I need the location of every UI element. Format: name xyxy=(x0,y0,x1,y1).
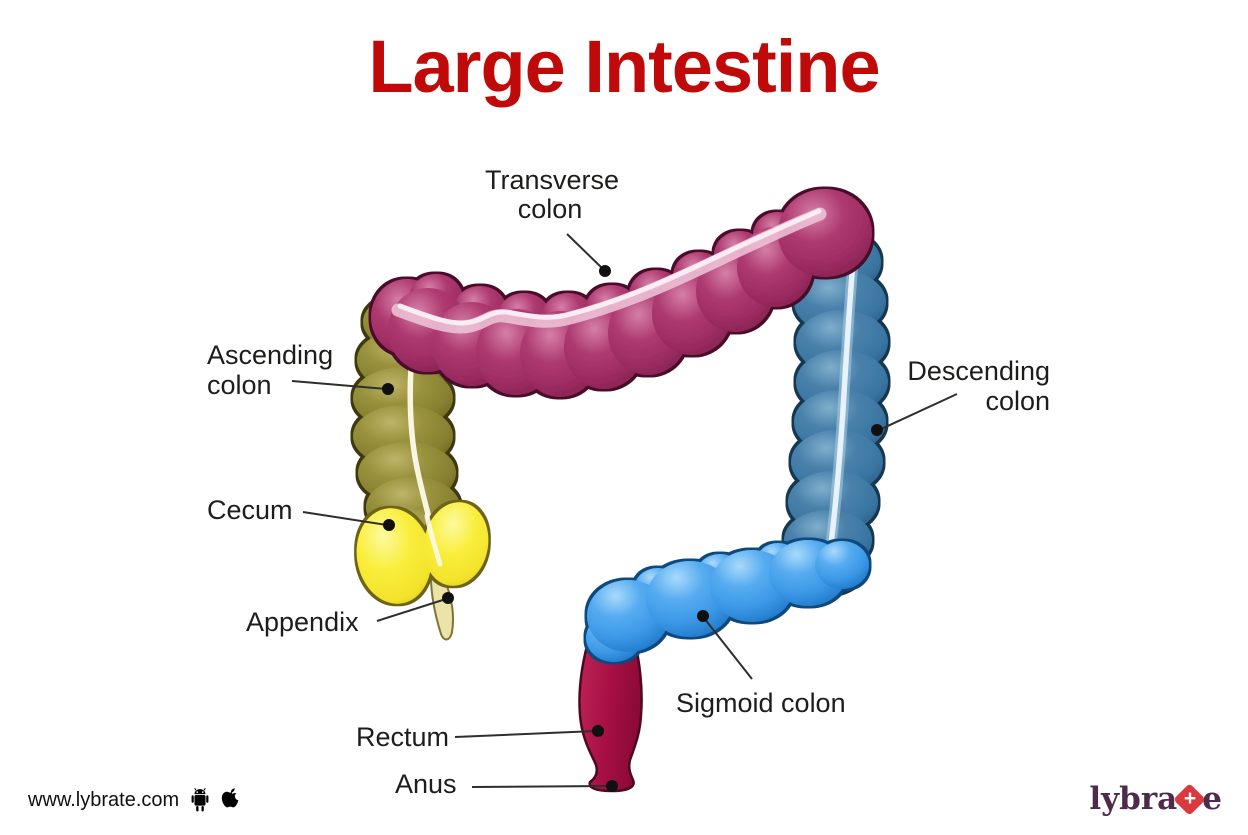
leader-cecum xyxy=(302,511,388,526)
label-descending-colon-line1: Descending xyxy=(907,356,1050,386)
logo-text-before: lybra xyxy=(1089,781,1178,817)
dot-rectum xyxy=(592,725,604,737)
descending-tenia-line-core xyxy=(827,259,856,555)
label-appendix: Appendix xyxy=(246,607,359,637)
leader-transverse xyxy=(566,233,605,271)
leader-ascending xyxy=(291,380,388,390)
label-anus: Anus xyxy=(395,769,457,799)
rectum-shape xyxy=(578,625,643,793)
lybrate-logo: lybra + e xyxy=(1089,781,1222,817)
android-icon xyxy=(191,787,209,812)
transverse-highlight xyxy=(391,207,827,334)
sigmoid-colon-shape xyxy=(586,540,869,662)
leader-rectum xyxy=(454,730,597,738)
logo-text-after: e xyxy=(1202,781,1222,817)
leader-lines xyxy=(291,233,958,792)
transverse-highlight-core xyxy=(397,208,822,326)
label-rectum: Rectum xyxy=(356,722,449,752)
label-sigmoid-colon: Sigmoid colon xyxy=(676,688,846,718)
label-cecum: Cecum xyxy=(207,495,293,525)
leader-descending xyxy=(878,393,958,431)
dot-cecum xyxy=(383,519,395,531)
label-ascending-colon-line1: Ascending xyxy=(207,340,333,370)
website-url: www.lybrate.com xyxy=(28,788,180,811)
dot-descending xyxy=(871,424,883,436)
dot-sigmoid xyxy=(697,610,709,622)
dot-ascending xyxy=(382,383,394,395)
dot-anus xyxy=(606,780,618,792)
label-descending-colon-line2: colon xyxy=(985,386,1050,416)
footer-watermark: www.lybrate.com xyxy=(28,787,243,813)
label-transverse-colon-line2: colon xyxy=(518,194,583,224)
leader-appendix xyxy=(376,598,447,622)
leader-anus xyxy=(471,785,611,788)
cecum-tenia-line xyxy=(424,513,443,567)
label-ascending-colon-line2: colon xyxy=(207,370,272,400)
apple-icon xyxy=(221,788,239,808)
logo-plus-icon: + xyxy=(1173,782,1207,816)
dot-transverse xyxy=(599,265,611,277)
page-title: Large Intestine xyxy=(368,25,880,108)
dot-appendix xyxy=(442,592,454,604)
leader-sigmoid xyxy=(703,617,753,680)
label-transverse-colon-line1: Transverse xyxy=(485,165,619,195)
